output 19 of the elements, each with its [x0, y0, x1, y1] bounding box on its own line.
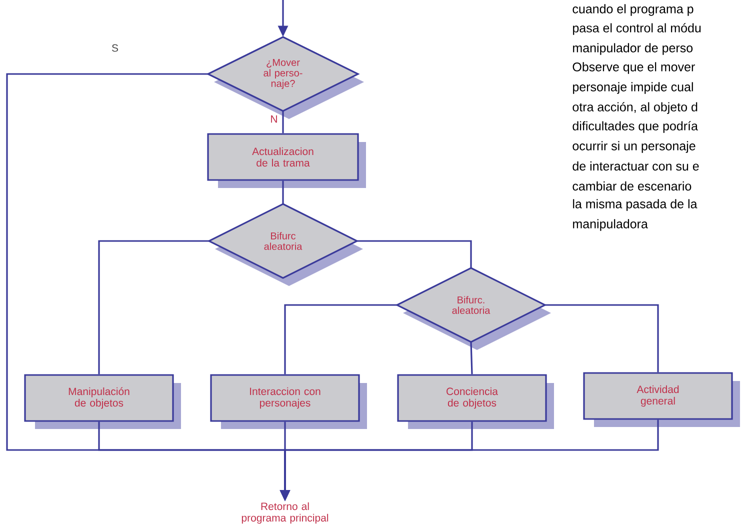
process-box: Actividad general: [583, 372, 740, 427]
text-line: Observe que el mover: [572, 62, 695, 74]
text-line: manipuladora: [573, 219, 648, 231]
text-line: cambiar de escenario: [572, 181, 692, 191]
process-box: Actualizacion de la trama: [207, 133, 366, 188]
edge-label: S: [112, 44, 118, 52]
process-box: Manipulación de objetos: [24, 374, 181, 429]
text-line: de interactuar con su e: [572, 161, 699, 171]
terminal-text: Retorno al programa principal: [242, 502, 328, 524]
text-line: otra acción, al objeto d: [572, 102, 698, 114]
text-line: personaje impide cual: [573, 82, 693, 94]
text-line: pasa el control al módu: [573, 23, 701, 35]
process-box: Interaccion con personajes: [210, 374, 367, 429]
process-box: Conciencia de objetos: [397, 374, 554, 429]
text-line: dificultades que podría: [572, 121, 698, 133]
text-line: cuando el programa p: [572, 4, 694, 16]
text-line: ocurrir si un personaje: [572, 141, 696, 153]
text-line: la misma pasada de la: [573, 199, 698, 211]
text-line: manipulador de perso: [573, 43, 693, 55]
